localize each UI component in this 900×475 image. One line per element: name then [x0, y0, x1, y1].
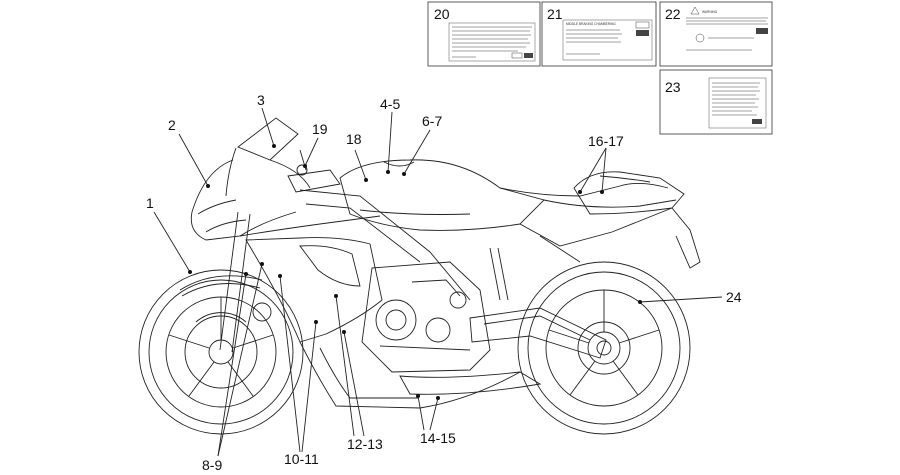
- label-box-22-text-lines: [686, 17, 768, 51]
- callout-8-9: 8-9: [202, 457, 222, 473]
- rear-wheel: [517, 261, 691, 435]
- label-box-21-number: 21: [547, 6, 563, 22]
- engine: [361, 261, 491, 373]
- callout-4-5: 4-5: [380, 96, 400, 112]
- label-box-20-number: 20: [434, 6, 450, 22]
- callout-6-7: 6-7: [422, 113, 442, 129]
- label-box-21-heading: MIDDLE BRAKING CHAMBERING: [566, 22, 616, 26]
- label-box-22-number: 22: [665, 6, 681, 22]
- callout-numbers: 1 2 3 19 18 4-5 6-7 16-17 24 8-9 10-11 1…: [146, 92, 742, 473]
- callout-18: 18: [346, 131, 362, 147]
- label-box-23-number: 23: [665, 79, 681, 95]
- front-fairing: [190, 117, 381, 241]
- exhaust: [399, 371, 542, 395]
- callout-24: 24: [726, 289, 742, 305]
- callout-14-15: 14-15: [420, 430, 456, 446]
- callout-3: 3: [257, 92, 265, 108]
- swingarm: [469, 307, 607, 359]
- label-box-20: 20: [427, 1, 541, 67]
- seat: [499, 183, 677, 208]
- label-box-22-heading: WARNING: [702, 10, 718, 14]
- label-box-20-text-lines: [452, 26, 533, 59]
- front-wheel: [138, 269, 304, 435]
- motorcycle-drawing: [138, 117, 701, 435]
- label-box-23-text-lines: [712, 82, 762, 124]
- frame: [299, 189, 673, 301]
- label-box-23: 23: [659, 69, 773, 135]
- callout-19: 19: [312, 121, 328, 137]
- callout-12-13: 12-13: [347, 436, 383, 452]
- callout-1: 1: [146, 195, 154, 211]
- label-box-21: 21 MIDDLE BRAKING CHAMBERING: [541, 1, 657, 67]
- leader-lines: [153, 107, 723, 457]
- tail-section: [573, 171, 701, 269]
- callout-10-11: 10-11: [284, 451, 319, 467]
- front-fork: [179, 211, 272, 353]
- callout-2: 2: [168, 117, 176, 133]
- handlebar: [287, 149, 341, 193]
- callout-16-17: 16-17: [588, 133, 624, 149]
- label-box-21-text-lines: [566, 21, 650, 55]
- fuel-tank: [339, 159, 545, 231]
- label-box-22: 22 WARNING: [659, 1, 773, 67]
- warning-triangle-icon: [690, 6, 700, 15]
- rear-shock: [489, 247, 509, 301]
